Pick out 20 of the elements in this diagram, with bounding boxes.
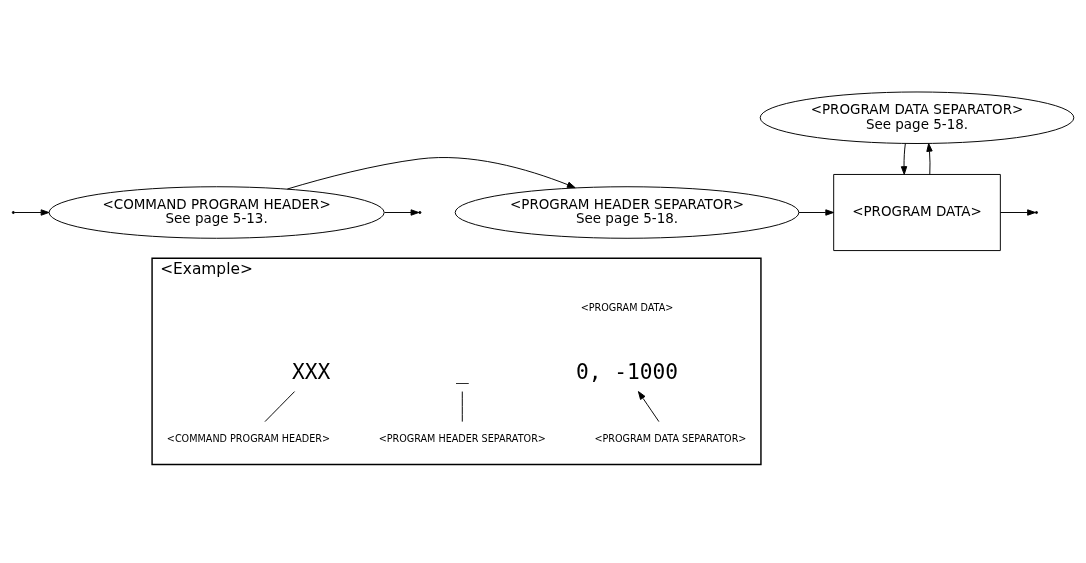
arrow — [900, 142, 908, 175]
node-text: <COMMAND PROGRAM HEADER> — [166, 432, 330, 444]
arrow — [637, 390, 660, 422]
node-box: <PROGRAM DATA> — [833, 173, 1001, 251]
node-ellipse: <PROGRAM DATA SEPARATOR> See page 5-18. — [759, 91, 1075, 144]
node-text: 0, -1000 — [576, 358, 679, 384]
connector — [461, 390, 463, 422]
arrow — [286, 156, 576, 189]
arrow — [14, 208, 50, 216]
arrow — [798, 208, 834, 216]
arrow — [926, 142, 933, 175]
node-ellipse: <PROGRAM HEADER SEPARATOR> See page 5-18. — [454, 185, 800, 239]
node-text: <PROGRAM DATA SEPARATOR> — [594, 432, 747, 444]
node-text: XXX — [291, 358, 331, 384]
label: <PROGRAM DATA> — [580, 301, 674, 313]
node-text: <PROGRAM HEADER SEPARATOR> — [378, 432, 546, 444]
arrow — [1000, 208, 1036, 216]
node-ellipse: <COMMAND PROGRAM HEADER> See page 5-13. — [48, 185, 385, 239]
node-text: _ — [455, 358, 469, 384]
connector — [264, 390, 296, 422]
